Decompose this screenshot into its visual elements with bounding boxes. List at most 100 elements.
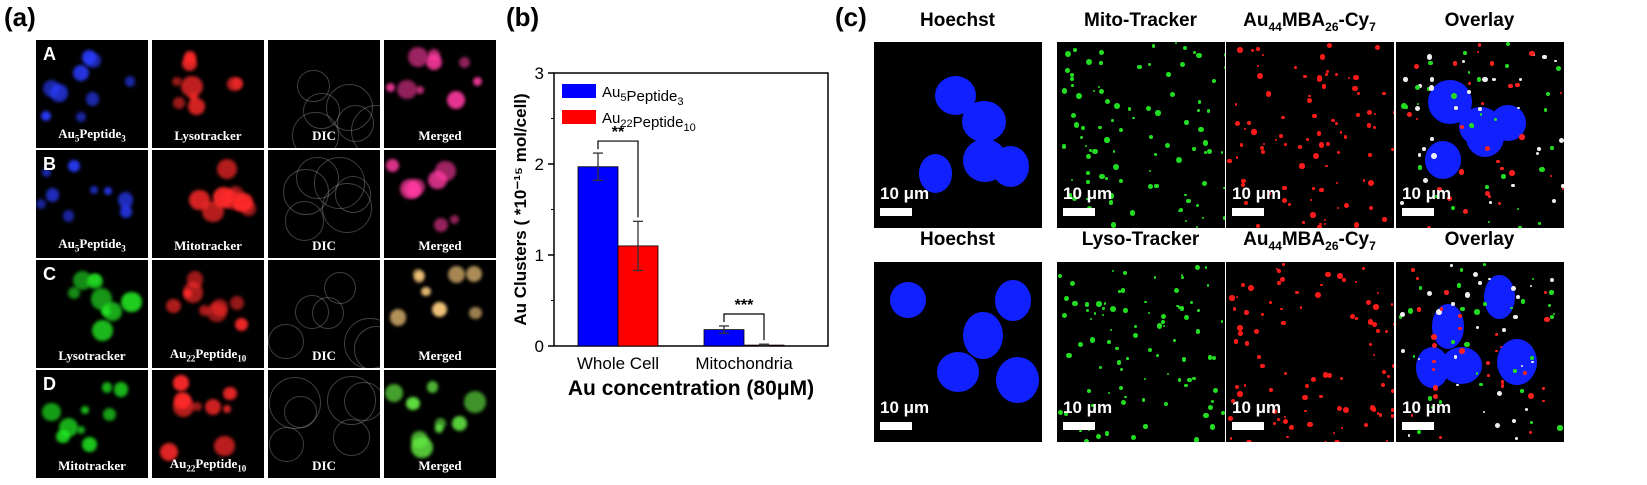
cell-blob	[124, 76, 136, 87]
fluorescent-dot	[1122, 271, 1128, 276]
fluorescent-dot	[1085, 144, 1088, 147]
fluorescent-dot	[1202, 139, 1209, 146]
fluorescent-dot	[1268, 387, 1274, 392]
scale-bar	[1063, 422, 1095, 430]
cell-blob	[85, 92, 100, 106]
confocal-tile-1-2: 10 μm	[1057, 42, 1225, 228]
fluorescent-dot	[1260, 364, 1265, 369]
fluorescent-dot	[1332, 431, 1335, 434]
microscopy-tile-b-3: DIC	[268, 150, 380, 258]
fluorescent-dot	[1155, 353, 1159, 357]
fluorescent-dot	[1286, 435, 1289, 438]
fluorescent-dot	[1284, 415, 1287, 418]
fluorescent-dot	[1198, 126, 1204, 133]
fluorescent-dot	[1508, 83, 1513, 89]
fluorescent-dot	[1227, 415, 1234, 422]
cell-blob	[407, 46, 429, 68]
fluorescent-dot	[1532, 277, 1535, 280]
fluorescent-dot	[1073, 121, 1080, 128]
legend-label-0: Au5Peptide3	[602, 84, 683, 108]
fluorescent-dot	[1197, 109, 1201, 113]
fluorescent-dot	[1302, 221, 1305, 224]
fluorescent-dot	[1497, 201, 1502, 206]
tile-caption: Lysotracker	[174, 128, 242, 143]
fluorescent-dot	[1310, 212, 1316, 218]
fluorescent-dot	[1454, 355, 1458, 359]
nucleus	[918, 154, 952, 193]
fluorescent-dot	[1072, 195, 1078, 201]
fluorescent-dot	[1147, 348, 1153, 353]
fluorescent-dot	[1390, 303, 1394, 306]
fluorescent-dot	[1110, 222, 1117, 228]
fluorescent-dot	[1416, 118, 1419, 121]
fluorescent-dot	[1101, 313, 1105, 316]
fluorescent-dot	[1380, 382, 1385, 388]
microscopy-tile-b-4: Merged	[384, 150, 496, 258]
fluorescent-dot	[1229, 295, 1235, 301]
cell-blob	[72, 64, 90, 82]
cell-blob	[321, 182, 373, 233]
cell-blob	[223, 386, 237, 401]
fluorescent-dot	[1486, 373, 1490, 377]
fluorescent-dot	[1354, 280, 1357, 283]
fluorescent-dot	[1406, 111, 1412, 117]
scale-bar	[1402, 208, 1434, 216]
fluorescent-dot	[1519, 134, 1525, 140]
fluorescent-dot	[1334, 439, 1341, 442]
fluorescent-dot	[1426, 54, 1433, 60]
cell-blob	[173, 375, 189, 391]
fluorescent-dot	[1212, 355, 1217, 360]
fluorescent-dot	[1316, 130, 1322, 136]
cell-blob	[75, 111, 86, 122]
fluorescent-dot	[1089, 337, 1096, 343]
fluorescent-dot	[1477, 43, 1482, 47]
fluorescent-dot	[1362, 266, 1366, 270]
fluorescent-dot	[1509, 170, 1515, 176]
fluorescent-dot	[1372, 126, 1376, 130]
fluorescent-dot	[1169, 91, 1175, 97]
fluorescent-dot	[1475, 371, 1479, 375]
fluorescent-dot	[1223, 53, 1225, 58]
scale-bar-label: 10 μm	[1232, 398, 1282, 417]
fluorescent-dot	[1501, 174, 1506, 179]
fluorescent-dot	[1143, 424, 1148, 429]
fluorescent-dot	[1184, 120, 1189, 125]
fluorescent-dot	[1550, 277, 1555, 282]
cell-blob	[466, 266, 483, 283]
fluorescent-dot	[1302, 394, 1308, 401]
scale-bar	[1063, 208, 1095, 216]
fluorescent-dot	[1340, 426, 1344, 429]
cell-blob	[458, 56, 470, 68]
cell-blob	[413, 272, 424, 283]
fluorescent-dot	[1220, 410, 1225, 415]
fluorescent-dot	[1413, 355, 1416, 358]
fluorescent-dot	[1529, 420, 1533, 424]
fluorescent-dot	[1213, 388, 1219, 394]
cell-blob	[82, 437, 97, 452]
cell-blob	[42, 168, 52, 178]
fluorescent-dot	[1108, 200, 1114, 205]
cell-blob	[452, 415, 468, 431]
fluorescent-dot	[1163, 324, 1166, 327]
fluorescent-dot	[1182, 46, 1187, 51]
fluorescent-dot	[1174, 42, 1177, 45]
fluorescent-dot	[1459, 169, 1465, 175]
fluorescent-dot	[1542, 399, 1545, 403]
fluorescent-dot	[1431, 334, 1438, 340]
nucleus	[963, 311, 1003, 359]
fluorescent-dot	[1398, 314, 1403, 319]
cell-blob	[235, 317, 249, 332]
fluorescent-dot	[1070, 280, 1076, 287]
fluorescent-dot	[1143, 377, 1147, 380]
fluorescent-dot	[1312, 153, 1319, 160]
cell-blob	[174, 391, 192, 409]
cell-blob	[269, 376, 322, 429]
fluorescent-dot	[1125, 357, 1129, 361]
fluorescent-dot	[1368, 206, 1373, 211]
fluorescent-dot	[1180, 274, 1183, 277]
fluorescent-dot	[1281, 115, 1286, 120]
cell-blob	[386, 159, 400, 172]
confocal-header-2-2: Lyso-Tracker	[1081, 229, 1200, 250]
fluorescent-dot	[1115, 346, 1119, 351]
